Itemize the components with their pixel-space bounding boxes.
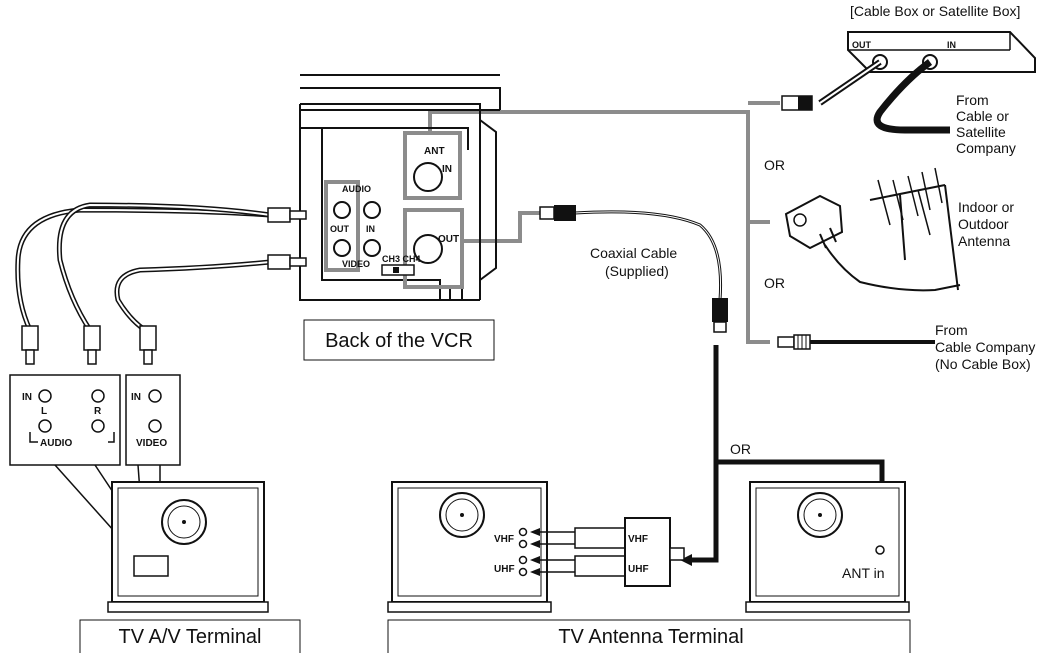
svg-text:OUT: OUT <box>852 40 872 50</box>
svg-text:IN: IN <box>22 392 32 403</box>
caption-antenna: TV Antenna Terminal <box>558 626 743 648</box>
svg-text:Outdoor: Outdoor <box>958 216 1009 232</box>
svg-text:IN: IN <box>366 224 375 234</box>
vcr-out-label: OUT <box>438 234 459 245</box>
coaxial-label: Coaxial Cable (Supplied) <box>590 245 677 279</box>
or-label-2: OR <box>764 275 785 291</box>
svg-text:IN: IN <box>442 164 452 175</box>
svg-text:Coaxial Cable: Coaxial Cable <box>590 245 677 261</box>
caption-av-box: TV A/V Terminal <box>79 619 301 653</box>
vcr-back-panel: ANT IN OUT AUDIO OUT IN VIDEO CH3 CH4 <box>299 74 501 301</box>
svg-text:Cable or: Cable or <box>956 108 1009 124</box>
from-cable-co-label: From Cable Company (No Cable Box) <box>935 322 1035 372</box>
svg-text:R: R <box>94 406 102 417</box>
antenna-label: Indoor or Outdoor Antenna <box>958 199 1014 249</box>
svg-text:VIDEO: VIDEO <box>136 438 167 449</box>
or-label-3: OR <box>730 441 751 457</box>
vcr-ant-label: ANT <box>424 146 445 157</box>
box-title: [Cable Box or Satellite Box] <box>850 3 1020 19</box>
caption-av: TV A/V Terminal <box>118 626 261 648</box>
svg-text:UHF: UHF <box>628 564 649 575</box>
svg-text:From: From <box>935 322 968 338</box>
svg-text:Satellite: Satellite <box>956 124 1006 140</box>
vhf-uhf-splitter: VHF UHF <box>530 517 685 587</box>
svg-text:AUDIO: AUDIO <box>40 438 72 449</box>
svg-text:VHF: VHF <box>628 534 648 545</box>
svg-text:UHF: UHF <box>494 564 515 575</box>
svg-text:(No Cable Box): (No Cable Box) <box>935 356 1031 372</box>
vcr-caption-box: Back of the VCR <box>303 319 495 361</box>
tv-av <box>107 481 269 613</box>
svg-text:From: From <box>956 92 989 108</box>
svg-text:IN: IN <box>947 40 956 50</box>
rca-cables <box>15 202 307 365</box>
vcr-audio-label: AUDIO <box>342 184 371 194</box>
svg-text:IN: IN <box>131 392 141 403</box>
coax-connector-top <box>539 205 576 221</box>
vcr-video-label: VIDEO <box>342 259 370 269</box>
antenna-source-cables <box>428 101 780 344</box>
tv-ant-in: ANT in <box>745 481 910 613</box>
tv-vhf-uhf: VHF UHF <box>387 481 552 613</box>
svg-text:Company: Company <box>956 140 1016 156</box>
ant-in-label: ANT in <box>842 565 885 581</box>
caption-antenna-box: TV Antenna Terminal <box>387 619 911 653</box>
vcr-ch-label: CH3 CH4 <box>382 254 421 264</box>
svg-text:OUT: OUT <box>330 224 350 234</box>
vcr-caption: Back of the VCR <box>325 330 473 352</box>
from-cable-sat-label: From Cable or Satellite Company <box>956 92 1016 156</box>
coax-plug-bottom <box>712 298 728 333</box>
or-label-1: OR <box>764 157 785 173</box>
svg-text:Indoor or: Indoor or <box>958 199 1014 215</box>
cable-satellite-box: [Cable Box or Satellite Box] OUT IN <box>781 3 1036 134</box>
av-terminal-callout: IN L R AUDIO IN VIDEO <box>9 374 181 561</box>
svg-text:VHF: VHF <box>494 534 514 545</box>
svg-text:Antenna: Antenna <box>958 233 1010 249</box>
svg-text:(Supplied): (Supplied) <box>605 263 669 279</box>
antenna <box>784 167 961 292</box>
direct-cable-plug <box>777 334 935 350</box>
svg-text:L: L <box>41 406 47 417</box>
svg-text:Cable Company: Cable Company <box>935 339 1035 355</box>
